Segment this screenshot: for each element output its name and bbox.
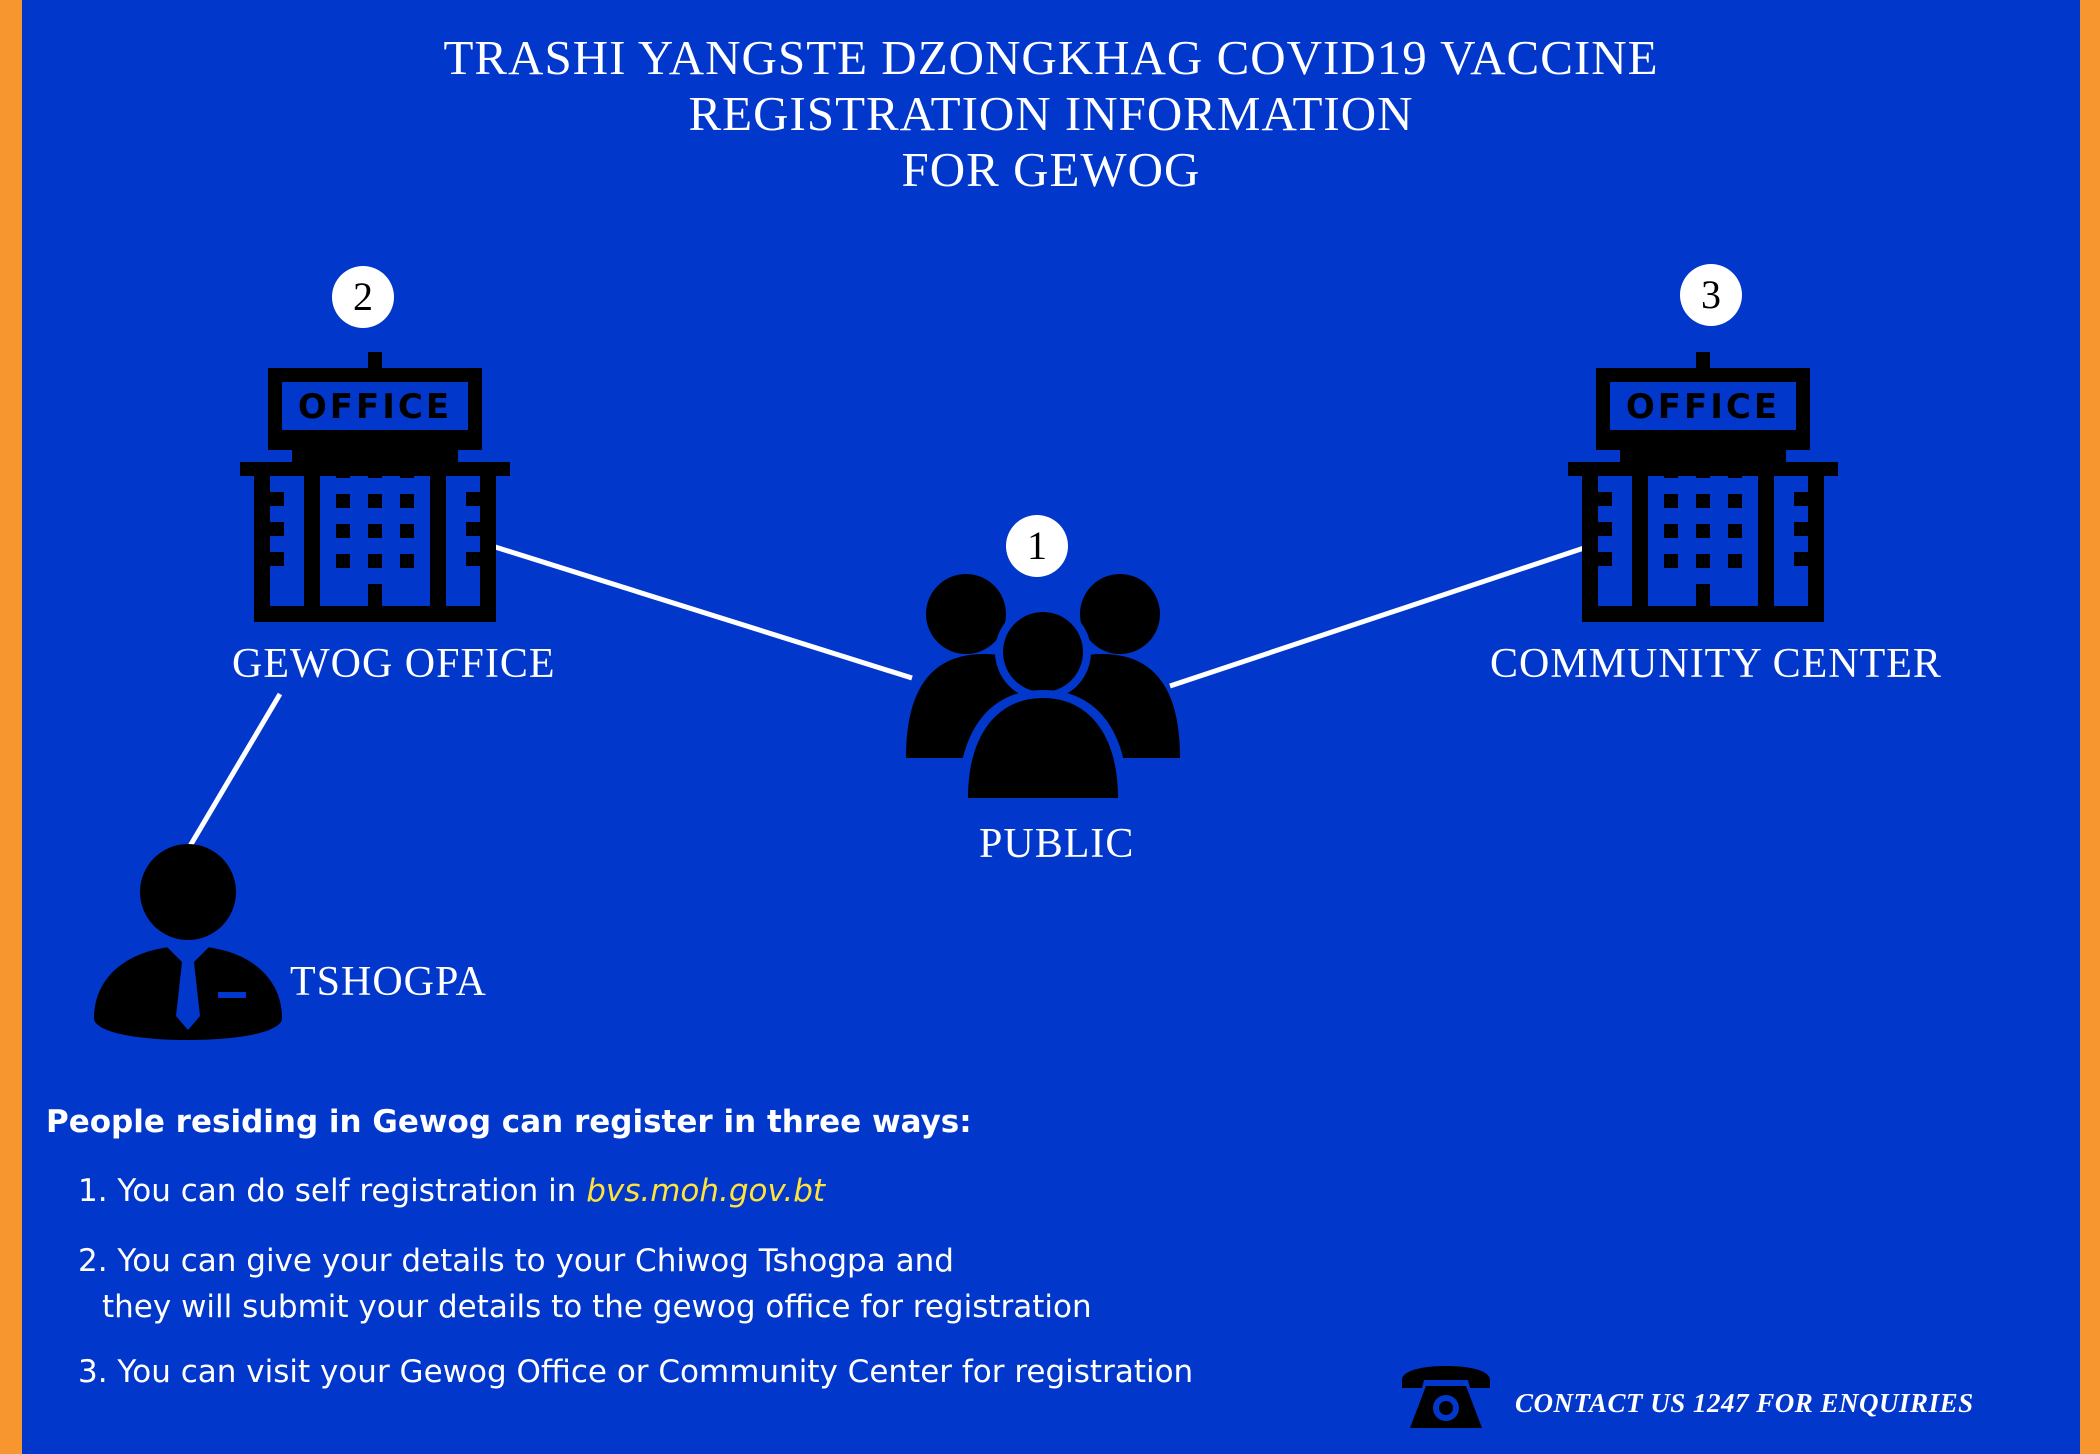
office-sign-text: OFFICE: [298, 387, 452, 427]
badge-1: 1: [1006, 515, 1068, 577]
info-item-2-line-2: they will submit your details to the gew…: [102, 1289, 1092, 1325]
info-item-1: 1. You can do self registration in bvs.m…: [78, 1173, 825, 1209]
badge-2: 2: [332, 266, 394, 328]
tshogpa-person-icon: [94, 844, 282, 1040]
community-center-building-icon: OFFICE: [1568, 352, 1838, 622]
title-line-3: FOR GEWOG: [901, 142, 1201, 197]
office-building-icon: OFFICE: [240, 352, 510, 622]
info-item-2-line-1: 2. You can give your details to your Chi…: [78, 1243, 954, 1279]
title-line-2: REGISTRATION INFORMATION: [688, 86, 1414, 141]
community-sign-text: OFFICE: [1626, 387, 1780, 427]
contact-text: CONTACT US 1247 FOR ENQUIRIES: [1515, 1388, 1974, 1418]
connector-gewog-public: [491, 543, 913, 681]
badge-3: 3: [1680, 264, 1742, 326]
registration-link[interactable]: bvs.moh.gov.bt: [586, 1173, 826, 1209]
connector-public-community: [1169, 543, 1591, 689]
people-group-icon: [906, 574, 1180, 802]
gewog-office-label: GEWOG OFFICE: [232, 641, 556, 687]
public-label: PUBLIC: [979, 821, 1135, 867]
poster: TRASHI YANGSTE DZONGKHAG COVID19 VACCINE…: [22, 0, 2080, 1454]
connector-gewog-tshogpa: [187, 692, 283, 848]
title-line-1: TRASHI YANGSTE DZONGKHAG COVID19 VACCINE: [443, 30, 1659, 85]
connector-lines: [187, 543, 1591, 848]
info-item-1-text: 1. You can do self registration in: [78, 1173, 587, 1209]
info-heading: People residing in Gewog can register in…: [46, 1104, 972, 1140]
tshogpa-label: TSHOGPA: [290, 959, 487, 1005]
info-item-3: 3. You can visit your Gewog Office or Co…: [78, 1354, 1194, 1390]
community-center-label: COMMUNITY CENTER: [1490, 641, 1942, 687]
telephone-icon: [1402, 1366, 1490, 1428]
